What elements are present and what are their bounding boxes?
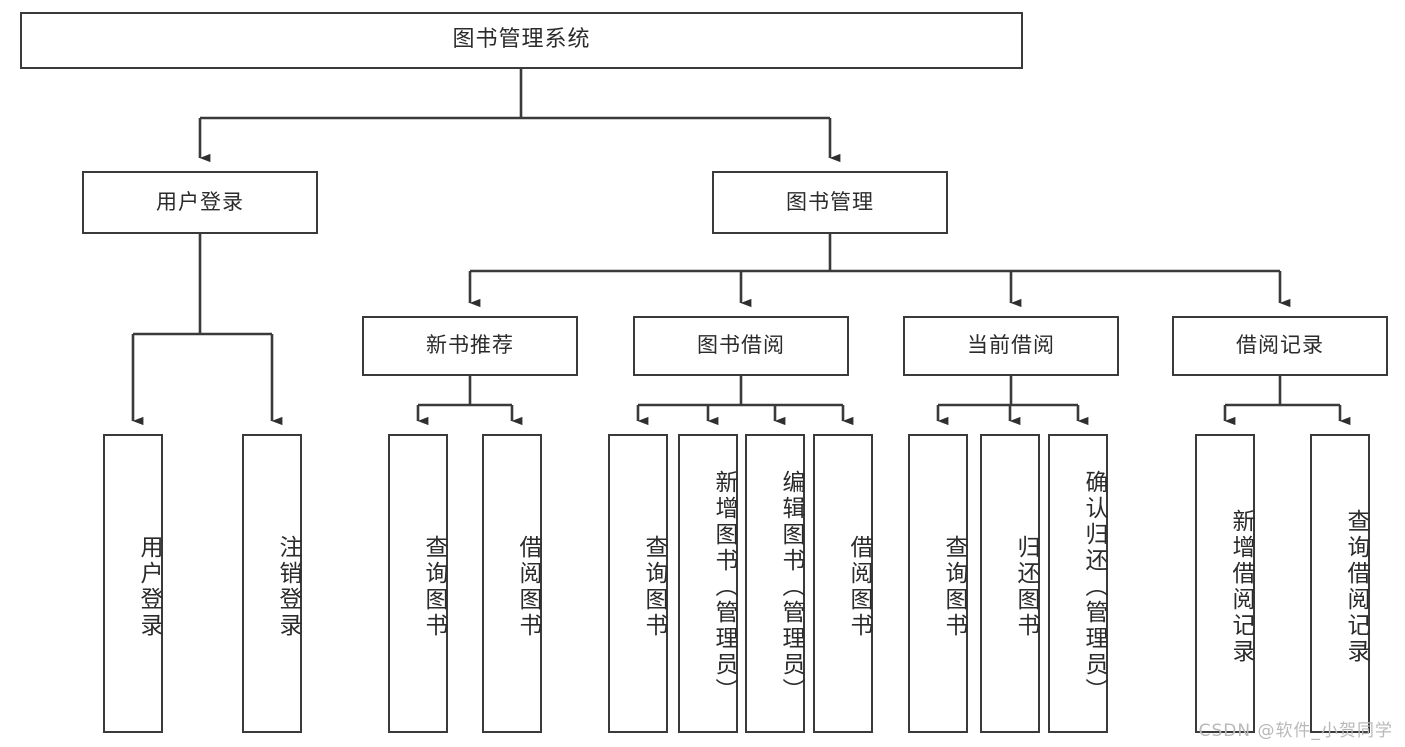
node-label: 新书推荐 [426,333,514,358]
node-label: 查询借阅记录 [1343,508,1369,665]
node-label: 查询图书 [641,534,667,639]
node-label: 图书借阅 [697,333,785,358]
node-label: 用户登录 [136,534,162,639]
node-current-borrowing[interactable]: 当前借阅 [903,316,1119,376]
leaf-edit-book-admin[interactable]: 编辑图书（管理员） [745,434,805,733]
leaf-logout[interactable]: 注销登录 [242,434,302,733]
leaf-query-borrow-record[interactable]: 查询借阅记录 [1310,434,1370,733]
leaf-add-book-admin[interactable]: 新增图书（管理员） [678,434,738,733]
node-root-book-management-system[interactable]: 图书管理系统 [20,12,1023,69]
leaf-user-login[interactable]: 用户登录 [103,434,163,733]
node-book-borrowing[interactable]: 图书借阅 [633,316,849,376]
node-label: 查询图书 [941,534,967,639]
node-user-login[interactable]: 用户登录 [82,171,318,234]
node-label: 用户登录 [156,189,244,214]
node-label: 借阅图书 [515,534,541,639]
leaf-query-book-current-borrow[interactable]: 查询图书 [908,434,968,733]
node-label: 确认归还（管理员） [1081,469,1107,704]
node-label: 注销登录 [275,534,301,639]
node-label: 查询图书 [421,534,447,639]
leaf-confirm-return-admin[interactable]: 确认归还（管理员） [1048,434,1108,733]
node-label: 新增图书（管理员） [711,469,737,704]
leaf-query-book-new-book-rec[interactable]: 查询图书 [388,434,448,733]
leaf-add-borrow-record[interactable]: 新增借阅记录 [1195,434,1255,733]
node-label: 借阅记录 [1236,333,1324,358]
node-label: 归还图书 [1013,534,1039,639]
csdn-watermark: CSDN @软件_小贺同学 [1198,721,1393,741]
node-label: 新增借阅记录 [1228,508,1254,665]
leaf-borrow-book-new-book-rec[interactable]: 借阅图书 [482,434,542,733]
leaf-borrow-book-book-borrow[interactable]: 借阅图书 [813,434,873,733]
node-label: 编辑图书（管理员） [778,469,804,704]
node-label: 图书管理系统 [452,27,591,53]
node-book-management[interactable]: 图书管理 [712,171,948,234]
node-label: 图书管理 [786,189,874,214]
node-borrowing-record[interactable]: 借阅记录 [1172,316,1388,376]
node-label: 当前借阅 [967,333,1055,358]
node-label: 借阅图书 [846,534,872,639]
leaf-query-book-book-borrow[interactable]: 查询图书 [608,434,668,733]
leaf-return-book[interactable]: 归还图书 [980,434,1040,733]
node-new-book-recommendation[interactable]: 新书推荐 [362,316,578,376]
